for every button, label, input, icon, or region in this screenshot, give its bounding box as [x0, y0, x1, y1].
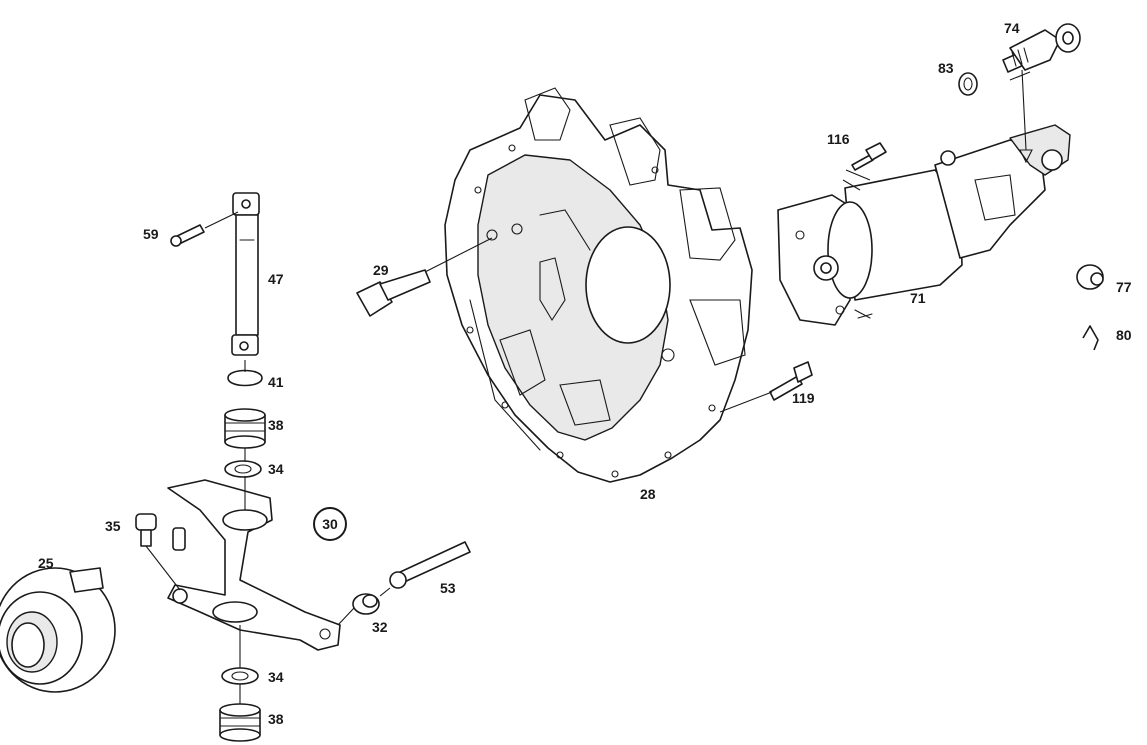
- plug-77: [1076, 264, 1104, 290]
- callout-29: 29: [373, 262, 389, 278]
- pin-59: [170, 224, 205, 247]
- bolt-35: [135, 513, 157, 547]
- pin-53: [389, 541, 471, 589]
- washer-upper: [224, 460, 262, 478]
- callout-35: 35: [105, 518, 121, 534]
- callout-30-group: 30: [313, 507, 347, 541]
- bolt-119: [769, 361, 813, 401]
- washer-lower: [221, 667, 259, 685]
- bushing-upper: [224, 408, 266, 449]
- fitting: [1002, 23, 1081, 73]
- callout-77: 77: [1116, 279, 1132, 295]
- callout-32: 32: [372, 619, 388, 635]
- clip-80: [1082, 325, 1099, 351]
- callout-83: 83: [938, 60, 954, 76]
- release-shaft: [231, 192, 260, 356]
- callout-41: 41: [268, 374, 284, 390]
- callout-80: 80: [1116, 327, 1132, 343]
- callout-38-lower: 38: [268, 711, 284, 727]
- callout-59: 59: [143, 226, 159, 242]
- callout-25: 25: [38, 555, 54, 571]
- clutch-housing: [444, 87, 753, 483]
- circlip: [227, 369, 263, 387]
- bolt-116: [851, 142, 887, 171]
- callout-34-upper: 34: [268, 461, 284, 477]
- callout-53: 53: [440, 580, 456, 596]
- bushing-lower: [219, 703, 261, 742]
- callout-34-lower: 34: [268, 669, 284, 685]
- callout-38-upper: 38: [268, 417, 284, 433]
- callout-28: 28: [640, 486, 656, 502]
- callout-116: 116: [827, 131, 850, 147]
- bushing-32: [352, 593, 380, 615]
- slave-cylinder: [777, 124, 1071, 326]
- release-fork: [167, 479, 341, 651]
- release-bearing: [0, 567, 116, 693]
- callout-119: 119: [792, 390, 815, 406]
- seal-ring: [958, 72, 978, 96]
- bolt-29: [356, 269, 431, 317]
- callout-74: 74: [1004, 20, 1020, 36]
- leader-lines: [145, 69, 1033, 704]
- callout-47: 47: [268, 271, 284, 287]
- callout-71: 71: [910, 290, 926, 306]
